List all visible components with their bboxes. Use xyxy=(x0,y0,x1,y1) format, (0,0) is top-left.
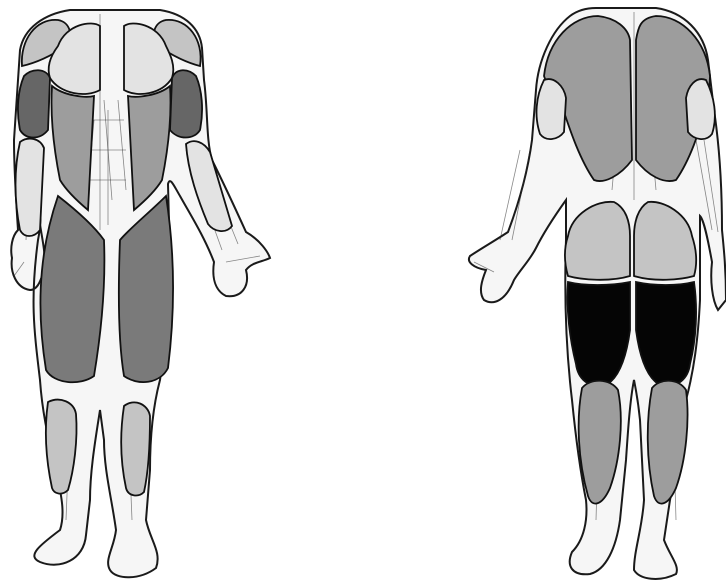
front-figure xyxy=(11,10,270,577)
tricep-left[interactable] xyxy=(537,79,566,139)
upper-arm-left[interactable] xyxy=(18,70,50,137)
calf-right[interactable] xyxy=(648,381,688,504)
shin-right[interactable] xyxy=(121,402,150,495)
upper-arm-right[interactable] xyxy=(170,70,202,137)
back-figure xyxy=(469,8,726,579)
forearm-left[interactable] xyxy=(16,139,45,236)
